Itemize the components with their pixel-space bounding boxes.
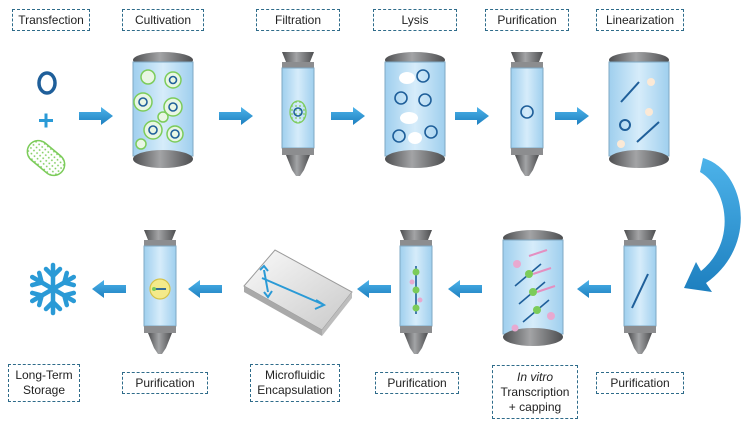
filtration-column (281, 51, 315, 177)
plus-icon (39, 113, 53, 128)
bacterium-icon (26, 139, 66, 177)
arrow-icon-3 (331, 107, 365, 125)
microfluidic-chip (243, 249, 353, 336)
label-filtration: Filtration (256, 9, 340, 31)
arrow-icon-7 (448, 280, 482, 298)
ivt-reactor (502, 229, 564, 347)
label-purification-2: Purification (596, 372, 684, 394)
label-storage-line2: Storage (22, 383, 66, 397)
label-in-vitro-transcription: In vitro Transcription + capping (492, 365, 578, 419)
label-ivt-line1: In vitro (516, 369, 553, 384)
purification-column-final (143, 229, 177, 355)
arrow-icon-10 (92, 280, 126, 298)
label-lysis: Lysis (373, 9, 457, 31)
curved-arrow-icon (684, 158, 741, 292)
label-long-term-storage: Long-Term Storage (8, 364, 80, 402)
label-purification-3-text: Purification (387, 375, 447, 390)
lysis-reactor (384, 51, 446, 169)
arrow-icon-5 (555, 107, 589, 125)
purification-column-3 (399, 229, 433, 355)
purification-column-2 (623, 229, 657, 355)
label-purification-final-text: Purification (135, 375, 195, 390)
label-purification-2-text: Purification (610, 375, 670, 390)
arrow-icon-1 (79, 107, 113, 125)
snowflake-icon (29, 262, 77, 316)
label-microfluidic-encapsulation: Microfluidic Encapsulation (250, 364, 340, 402)
plasmid-icon (37, 71, 57, 95)
label-cultivation: Cultivation (122, 9, 204, 31)
arrow-icon-8 (357, 280, 391, 298)
label-cultivation-text: Cultivation (134, 12, 192, 27)
arrow-icon-2 (219, 107, 253, 125)
purification-column-1 (510, 51, 544, 177)
label-linearization: Linearization (596, 9, 684, 31)
label-ivt-line2: Transcription (500, 384, 570, 399)
label-purification-3: Purification (375, 372, 459, 394)
label-purification-1-text: Purification (497, 12, 557, 27)
label-linearization-text: Linearization (605, 12, 675, 27)
label-lysis-text: Lysis (401, 12, 429, 27)
linearization-reactor (608, 51, 670, 169)
label-ivt-line3: + capping (508, 399, 562, 414)
label-filtration-text: Filtration (274, 12, 321, 27)
label-transfection: Transfection (12, 9, 90, 31)
arrow-icon-6 (577, 280, 611, 298)
label-encapsulation-line2: Encapsulation (257, 383, 333, 397)
label-purification-1: Purification (485, 9, 569, 31)
label-storage-line1: Long-Term (15, 368, 73, 382)
arrow-icon-9 (188, 280, 222, 298)
label-encapsulation-line1: Microfluidic (264, 368, 325, 382)
arrow-icon-4 (455, 107, 489, 125)
label-transfection-text: Transfection (18, 12, 84, 27)
cultivation-reactor (132, 51, 194, 169)
label-purification-final: Purification (122, 372, 208, 394)
